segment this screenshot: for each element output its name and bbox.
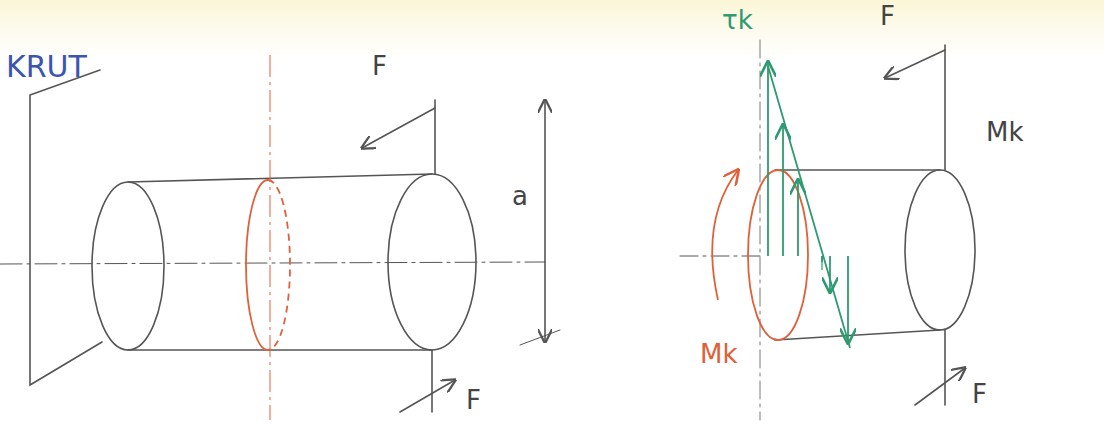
dimension-label: a (512, 182, 528, 211)
cylinder-end (905, 170, 975, 330)
force-label: F (880, 2, 895, 31)
stress-label: τk (722, 6, 753, 35)
stress-arrow (797, 180, 799, 256)
axis-line (0, 262, 545, 264)
section-outline (268, 180, 290, 350)
force-arrow (400, 380, 455, 412)
force-arrow (362, 108, 435, 148)
force-arrow (885, 50, 945, 78)
axis-line (760, 40, 761, 420)
torque-label: Mk (986, 118, 1024, 147)
stress-arrow (829, 256, 831, 292)
dimension-tick (520, 330, 560, 345)
force-lever (434, 100, 436, 174)
force-lever (944, 330, 946, 405)
force-lever (431, 350, 433, 412)
cylinder-outline (128, 174, 432, 350)
stress-arrow (782, 125, 784, 256)
stress-arrow (767, 62, 769, 256)
force-label: F (466, 386, 481, 415)
section-outline (246, 180, 268, 350)
title-label: KRUT (6, 50, 87, 83)
stress-arrow (847, 256, 849, 343)
stress-arrow (821, 256, 822, 270)
cylinder-end (92, 182, 164, 350)
torque-label: Mk (700, 340, 738, 369)
fixed-wall (30, 70, 102, 385)
section-line (270, 55, 271, 420)
stress-arrow (821, 256, 823, 262)
torque-arrow (712, 170, 738, 300)
force-label: F (372, 52, 387, 81)
section-outline (748, 170, 808, 340)
force-lever (944, 45, 946, 170)
force-arrow (915, 368, 965, 405)
stress-distribution (768, 66, 850, 348)
dimension-line (544, 100, 546, 342)
force-label: F (972, 380, 987, 409)
